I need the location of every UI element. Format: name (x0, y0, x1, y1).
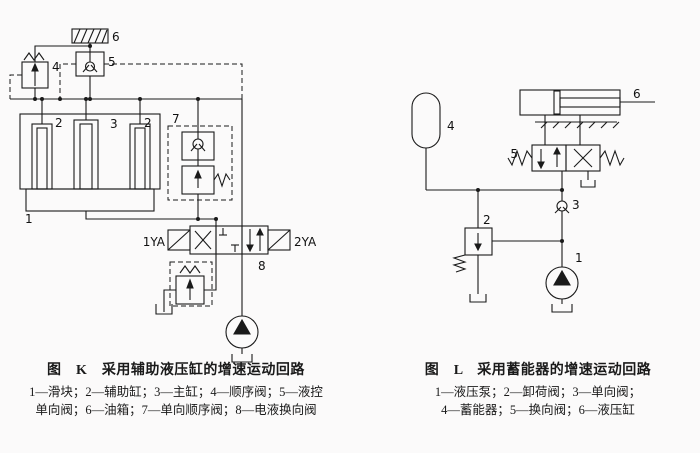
label-cylinder: 6 (633, 87, 641, 101)
junction-dots (476, 188, 564, 243)
pilot-check-valve (75, 51, 105, 77)
label-check: 3 (572, 198, 580, 212)
spring-icon (179, 265, 201, 274)
label-dir-valve: 5 (510, 147, 518, 161)
label-tank: 6 (112, 30, 120, 44)
label-aux-left: 2 (55, 116, 63, 130)
figure-k-legend-line2: 单向阀；6—油箱；7—单向顺序阀；8—电液换向阀 (35, 403, 317, 417)
label-unload: 2 (483, 213, 491, 227)
label-slider: 1 (25, 212, 33, 226)
figure-k-title: 图 K 采用辅助液压缸的增速运动回路 (47, 363, 305, 378)
directional-valve (167, 225, 291, 255)
piston-rod (559, 97, 621, 108)
tank-icon (155, 304, 173, 315)
label-sequence: 4 (52, 60, 60, 74)
sequence-valve (21, 52, 49, 89)
label-dir-valve: 8 (258, 259, 266, 273)
aux-cylinder-left (31, 123, 53, 190)
tank-icon (469, 294, 487, 303)
slider-block (25, 188, 155, 212)
figure-k-labels: 6 5 4 2 3 2 7 1 1YA 2YA 8 (25, 30, 317, 273)
label-pilot-check: 5 (108, 55, 116, 69)
solenoid-right-icon (267, 229, 291, 251)
pipes-main (425, 101, 655, 304)
piston (553, 90, 561, 115)
pump-symbol (545, 266, 579, 313)
junction-dots (33, 44, 218, 221)
figure-k-legend-line1: 1—滑块；2—辅助缸；3—主缸；4—顺序阀；5—液控 (29, 385, 323, 399)
pilot-relief-valve (155, 265, 205, 315)
label-aux-right: 2 (144, 116, 152, 130)
spring-icon (452, 254, 467, 273)
label-solenoid-left: 1YA (143, 235, 166, 249)
figure-k-legend: 1—滑块；2—辅助缸；3—主缸；4—顺序阀；5—液控 单向阀；6—油箱；7—单向… (2, 383, 350, 419)
mount-hatching (535, 121, 620, 129)
label-oneway-seq: 7 (172, 112, 180, 126)
check-valve (554, 200, 570, 214)
label-accumulator: 4 (447, 119, 455, 133)
spring-icon (23, 52, 45, 61)
label-solenoid-right: 2YA (294, 235, 317, 249)
figure-l-legend: 1—液压泵；2—卸荷阀；3—单向阀； 4—蓄能器；5—换向阀；6—液压缸 (388, 383, 688, 419)
figure-l-title: 图 L 采用蓄能器的增速运动回路 (424, 363, 652, 378)
spring-icon (213, 172, 231, 188)
figure-l-legend-line1: 1—液压泵；2—卸荷阀；3—单向阀； (434, 385, 642, 399)
tank-icon (580, 180, 596, 188)
hydraulic-cylinder (519, 89, 621, 116)
pipes-pilot-dashed (9, 63, 243, 307)
aux-cylinder-right (129, 123, 151, 190)
main-cylinder (73, 119, 99, 190)
tank-icon (551, 304, 573, 313)
pump-symbol (225, 315, 259, 363)
spring-icon (507, 149, 533, 167)
figure-l-labels: 4 6 5 3 2 1 (447, 87, 641, 265)
figure-k-diagram: 6 5 4 2 3 2 7 1 1YA 2YA 8 (9, 28, 317, 363)
figure-l-caption: 图 L 采用蓄能器的增速运动回路 1—液压泵；2—卸荷阀；3—单向阀； 4—蓄能… (388, 362, 688, 419)
pipes-main (10, 43, 243, 354)
label-pump: 1 (575, 251, 583, 265)
figure-l-legend-line2: 4—蓄能器；5—换向阀；6—液压缸 (441, 403, 635, 417)
pilot-relief-enclosure (169, 261, 213, 307)
label-main: 3 (110, 117, 118, 131)
oil-tank-symbol (71, 28, 109, 44)
tank-icon (231, 354, 253, 363)
cylinder-group (19, 113, 161, 190)
spring-icon (599, 149, 625, 167)
oneway-sequence-valve (181, 131, 231, 195)
oneway-sequence-valve-enclosure (167, 125, 233, 201)
figure-l-diagram: 4 6 5 3 2 1 (411, 87, 655, 313)
figure-k-caption: 图 K 采用辅助液压缸的增速运动回路 1—滑块；2—辅助缸；3—主缸；4—顺序阀… (2, 362, 350, 419)
unloading-valve (452, 227, 493, 303)
accumulator-symbol (411, 92, 441, 149)
directional-valve (507, 144, 625, 188)
